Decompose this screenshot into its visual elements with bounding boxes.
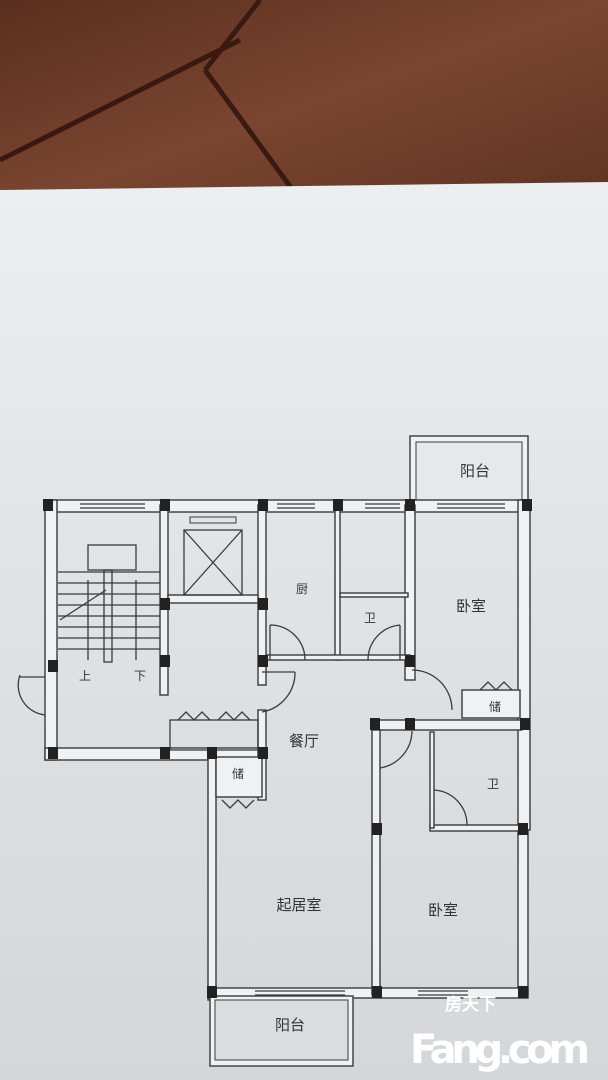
room-label-balcony-top: 阳台 (460, 462, 490, 480)
wood-plank-seam (0, 0, 303, 202)
room-label-kitchen: 厨 (296, 582, 308, 596)
room-label-balcony-bottom: 阳台 (275, 1016, 305, 1034)
floor-plan: 阳台 厨 卫 卧室 储 餐厅 卫 储 起居室 卧室 阳台 上 下 (17, 435, 532, 1067)
room-label-dining: 餐厅 (289, 732, 319, 750)
paper-sheet (0, 182, 608, 1080)
stairs-up-label: 上 (79, 669, 91, 683)
columns (43, 499, 532, 998)
left-wall (44, 499, 58, 761)
watermark-brand-cn: 房天下 (445, 994, 496, 1015)
room-label-bedroom-1: 卧室 (456, 597, 486, 615)
top-wall (44, 499, 531, 513)
staircase (58, 544, 160, 663)
watermark-brand-en: Fang.com (410, 1027, 590, 1073)
room-label-bedroom-2: 卧室 (428, 901, 458, 919)
watermark-logo: 房天下 Fang.com (410, 994, 590, 1073)
stairs-down-label: 下 (134, 669, 146, 683)
room-label-storage-2: 储 (232, 766, 244, 781)
wood-table (0, 0, 608, 210)
room-label-bathroom-2: 卫 (487, 777, 499, 791)
room-label-storage-1: 储 (489, 699, 501, 714)
room-label-living-room: 起居室 (276, 896, 321, 914)
elevator-icon (183, 516, 243, 596)
room-label-bathroom-1: 卫 (364, 611, 376, 625)
